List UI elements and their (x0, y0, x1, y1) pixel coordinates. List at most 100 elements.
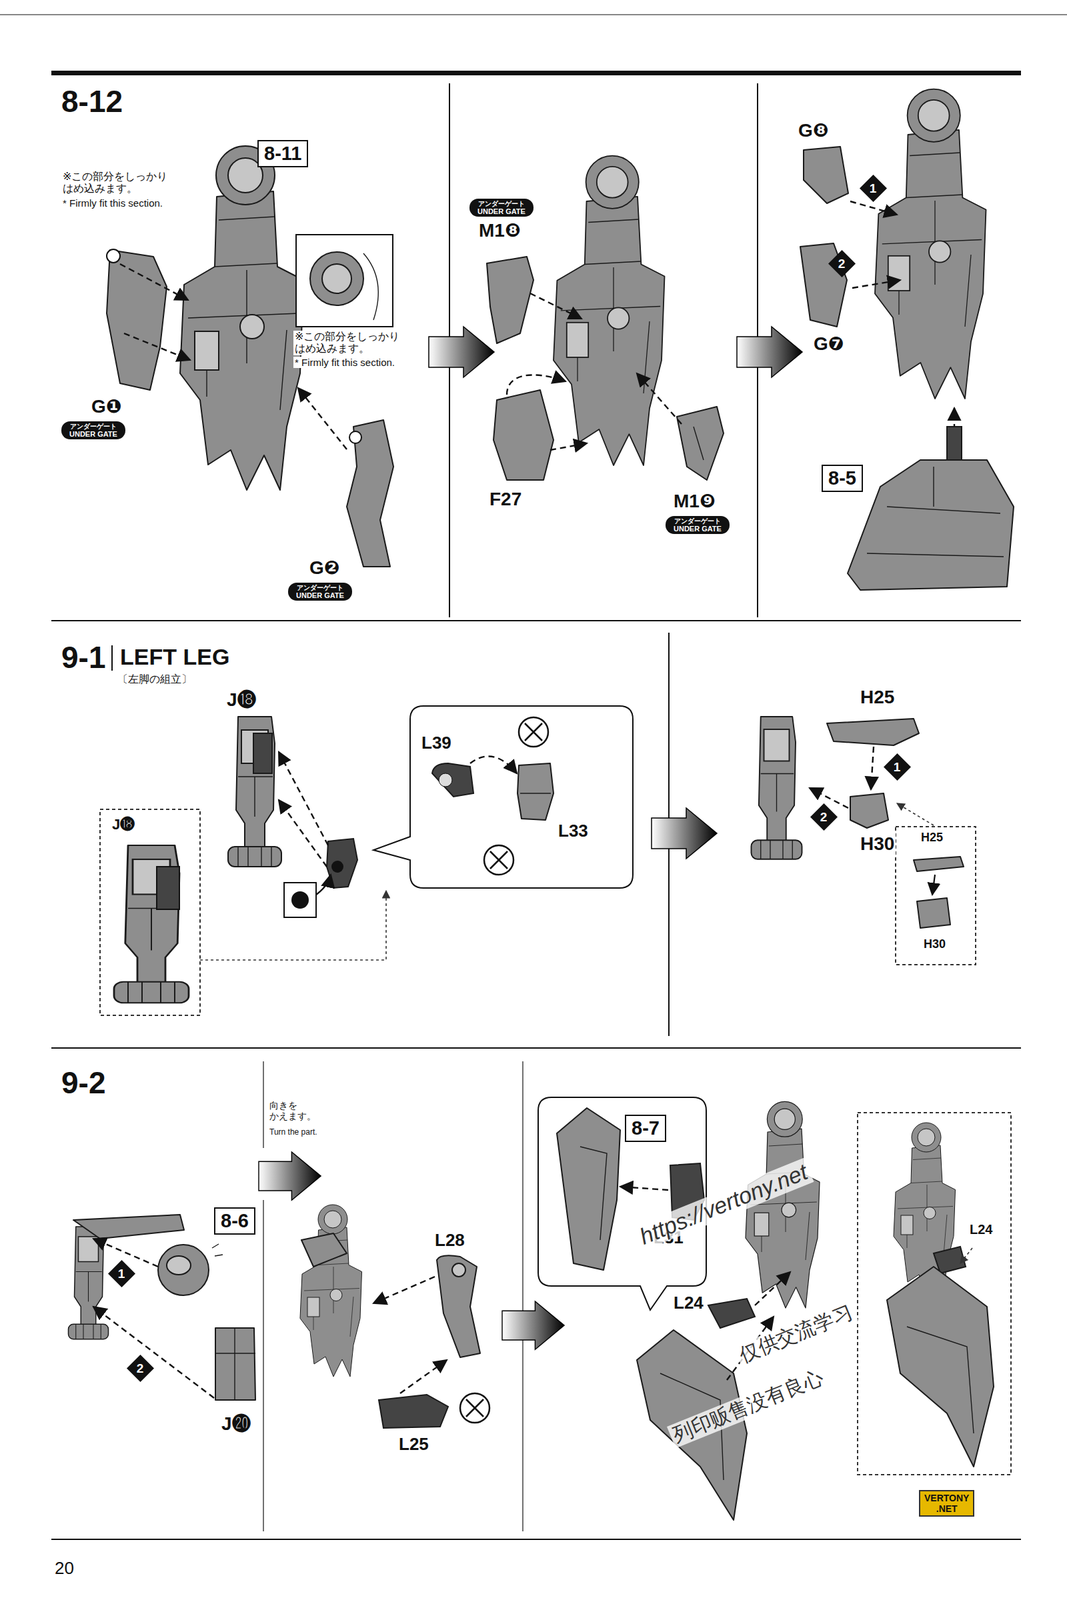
illustration-part (301, 1233, 347, 1268)
diamond-fill (810, 803, 838, 831)
order-number: 1 (869, 182, 877, 195)
illustration-part (158, 1245, 209, 1296)
illustration-part (0, 14, 1067, 15)
illustration-part (215, 1328, 256, 1401)
illustration-part (870, 746, 874, 790)
logo-text: .NET (924, 1503, 969, 1515)
part-label: L28 (433, 1231, 467, 1252)
assembly-note: ※この部分をしっかり はめ込みます。 (293, 330, 415, 356)
illustration-part (156, 866, 180, 910)
detail-inset: J⓲ (100, 809, 201, 1016)
illustration-part (373, 1277, 435, 1304)
step-reference-box: 8-6 (214, 1207, 256, 1236)
illustration-part (826, 718, 919, 746)
diamond-fill (883, 753, 911, 781)
illustration-part (895, 826, 976, 965)
illustration-part (180, 146, 304, 491)
illustration-part (493, 390, 554, 481)
order-number: 2 (838, 257, 846, 271)
illustration-part (960, 1248, 973, 1264)
detail-inset: H25H30 (895, 826, 976, 965)
part-label: G❶ (90, 396, 124, 418)
diamond-fill (126, 1355, 155, 1383)
illustration-part (946, 426, 962, 462)
illustration-part (651, 808, 717, 859)
part-label: J⓲ (225, 689, 258, 711)
part-label: H25 (920, 830, 943, 845)
illustration-part (258, 1152, 321, 1201)
step-number: 9-1 (60, 640, 107, 676)
illustration-part (693, 426, 704, 461)
illustration-part (310, 252, 364, 306)
illustration-part (228, 716, 282, 867)
part-label: F27 (488, 488, 523, 511)
illustration-part (349, 431, 362, 444)
order-diamond: 1 (859, 174, 887, 203)
under-gate-text: アンダーゲート (296, 584, 345, 592)
logo-text: VERTONY (924, 1493, 969, 1504)
order-diamond: 2 (810, 803, 838, 831)
illustration-part (553, 156, 665, 466)
illustration-part (378, 1395, 449, 1429)
under-gate-badge: アンダーゲートUNDER GATE (61, 421, 126, 440)
illustration-part (93, 1307, 215, 1399)
illustration-part (373, 706, 633, 889)
assembly-note: * Firmly fit this section. (61, 197, 165, 209)
illustration-part (428, 326, 495, 378)
illustration-part (620, 1187, 669, 1191)
diamond-fill (828, 250, 856, 278)
illustration-part (432, 763, 474, 797)
illustration-part (847, 460, 1014, 591)
illustration-part (933, 1247, 966, 1274)
illustration-part (400, 1360, 447, 1394)
illustration-part (470, 756, 517, 774)
illustration-part (166, 1256, 191, 1276)
illustration-part (708, 1299, 755, 1329)
part-label: G❼ (812, 333, 846, 355)
step-reference-box: 8-5 (821, 464, 863, 493)
diamond-fill (108, 1260, 136, 1288)
illustration-part (346, 420, 394, 567)
order-number: 2 (820, 810, 828, 824)
illustration-part (518, 717, 549, 747)
part-label: L33 (556, 821, 590, 842)
under-gate-text: アンダーゲート (69, 422, 118, 431)
illustration-part (106, 250, 167, 391)
order-diamond: 2 (126, 1355, 155, 1383)
part-label: G❽ (796, 120, 831, 142)
illustration-part (850, 793, 889, 829)
illustration-part (550, 443, 587, 451)
illustration-part (331, 860, 344, 873)
illustration-part (51, 1047, 1021, 1049)
illustration-part (913, 856, 964, 872)
part-label: L25 (397, 1435, 431, 1456)
illustration-part (212, 1244, 223, 1257)
illustration-part (296, 234, 393, 327)
illustration-part (278, 752, 329, 846)
illustration-part (93, 1239, 159, 1268)
illustration-part (278, 800, 327, 867)
illustration-part (326, 838, 358, 889)
part-label: L39 (420, 733, 453, 754)
order-diamond: 1 (883, 753, 911, 781)
illustration-part (322, 264, 352, 294)
section-title: LEFT LEG (118, 644, 231, 671)
illustration-part (636, 373, 682, 425)
illustration-part (438, 773, 453, 787)
part-label: M1❾ (672, 490, 717, 513)
illustration-part (484, 845, 514, 875)
part-label: G❷ (308, 557, 342, 579)
illustration-part (896, 803, 934, 826)
section-subtitle: 〔左脚の組立〕 (116, 673, 194, 686)
under-gate-text: UNDER GATE (69, 430, 118, 439)
illustration-part (906, 1327, 974, 1434)
order-number: 1 (893, 760, 901, 774)
illustration-part (803, 146, 849, 204)
illustration-part (106, 249, 121, 263)
assembly-note: ※この部分をしっかり はめ込みます。 (61, 170, 183, 196)
part-label: J⓲ (112, 816, 135, 833)
step-number: 9-2 (60, 1065, 107, 1102)
illustration-part (452, 1263, 466, 1278)
illustration-part (874, 89, 987, 399)
